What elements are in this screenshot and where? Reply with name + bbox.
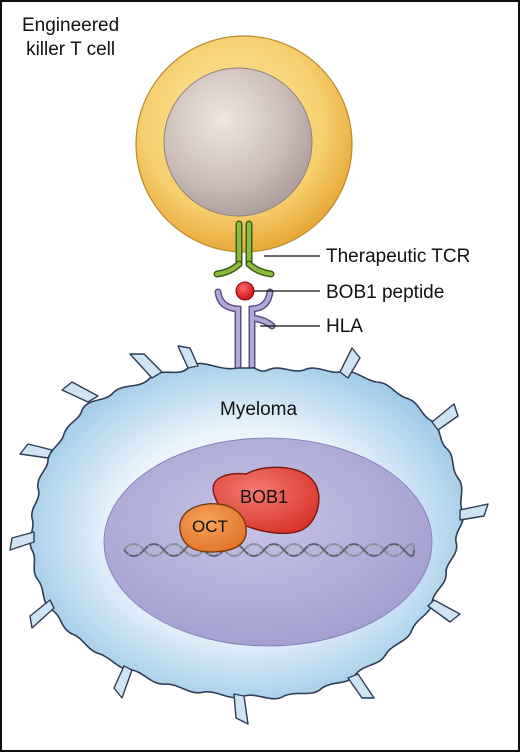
dna-helix: [123, 543, 415, 557]
oct-protein: [179, 503, 247, 553]
t-cell-label-line2: killer T cell: [26, 38, 116, 60]
bob1-label: BOB1: [240, 487, 289, 507]
therapeutic-tcr: [213, 220, 275, 278]
hla-molecule: [214, 288, 276, 372]
t-cell-label-line1: Engineered: [22, 15, 120, 36]
myeloma-nucleus: [103, 437, 433, 647]
hla-label: HLA: [326, 316, 363, 337]
oct-label: OCT: [192, 517, 228, 536]
myeloma-label: Myeloma: [220, 399, 298, 420]
bob1-peptide: [235, 281, 255, 301]
peptide-label: BOB1 peptide: [326, 282, 445, 303]
tcr-label: Therapeutic TCR: [326, 246, 471, 267]
leader-lines: [254, 255, 320, 327]
t-cell-label: Engineered killer T cell: [22, 14, 119, 62]
t-cell-nucleus: [163, 67, 313, 217]
myeloma-spikes: [9, 345, 489, 725]
t-cell: [135, 35, 353, 253]
